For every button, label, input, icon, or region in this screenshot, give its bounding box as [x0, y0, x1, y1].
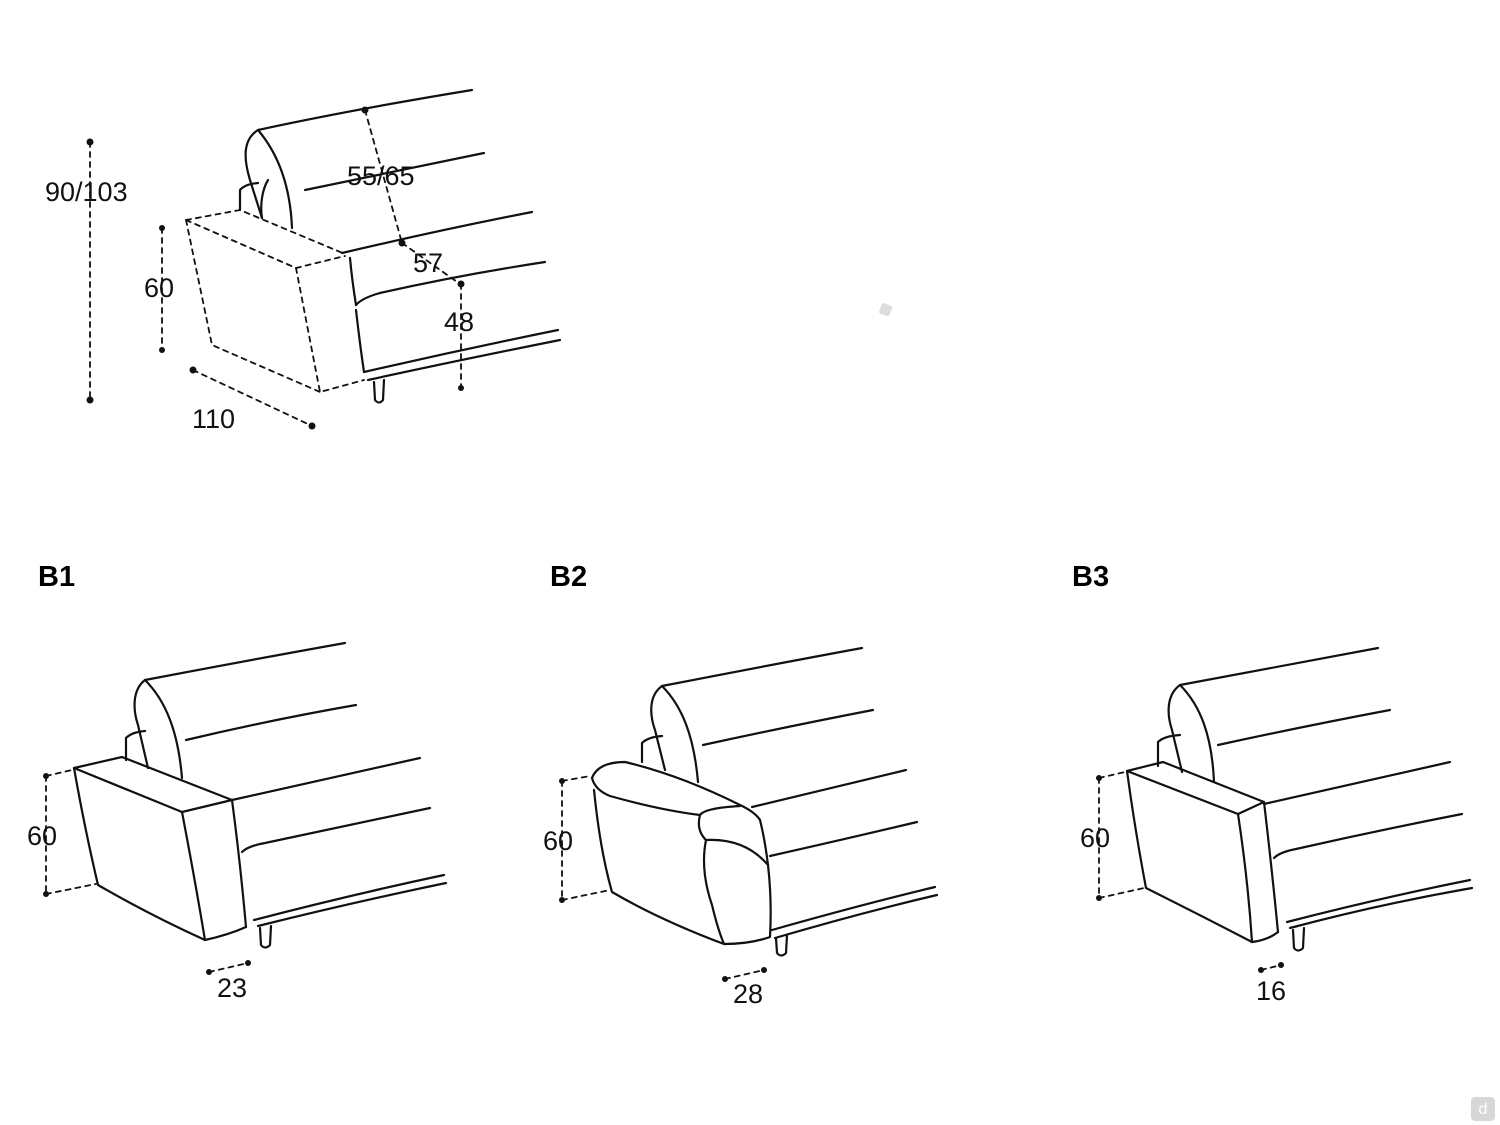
total-depth-label: 110: [192, 404, 235, 434]
back-depth-label: 57: [413, 248, 443, 278]
armrest-b2-label: B2: [550, 561, 587, 593]
arm-height-label: 60: [144, 273, 174, 303]
armrest-b3-width: 16: [1256, 976, 1286, 1006]
watermark-mark: [879, 303, 893, 317]
seat-depth-label: 55/65: [347, 161, 415, 191]
armrest-b2-width: 28: [733, 979, 763, 1009]
height-dimension: [86, 138, 94, 404]
main-sofa-drawing: [238, 88, 562, 404]
total-depth-dimension: [189, 366, 316, 430]
armrest-b1-label: B1: [38, 561, 75, 593]
armrest-b3: B3 60 16: [1072, 561, 1474, 1006]
armrest-b2-height: 60: [543, 826, 573, 856]
back-depth-dimension: [401, 242, 461, 285]
armrest-b2: B2 60 28: [543, 561, 939, 1009]
brand-logo: d: [1471, 1097, 1495, 1121]
dashed-armrest-outline: [185, 209, 365, 394]
armrest-b1: B1 60 23: [27, 561, 448, 1003]
total-height-label: 90/103: [45, 177, 128, 207]
armrest-b1-height: 60: [27, 821, 57, 851]
seat-height-dimension: [457, 280, 465, 391]
seat-height-label: 48: [444, 307, 474, 337]
armrest-b1-width: 23: [217, 973, 247, 1003]
armrest-b3-label: B3: [1072, 561, 1109, 593]
arm-height-dimension: [159, 225, 165, 353]
armrest-b3-height: 60: [1080, 823, 1110, 853]
